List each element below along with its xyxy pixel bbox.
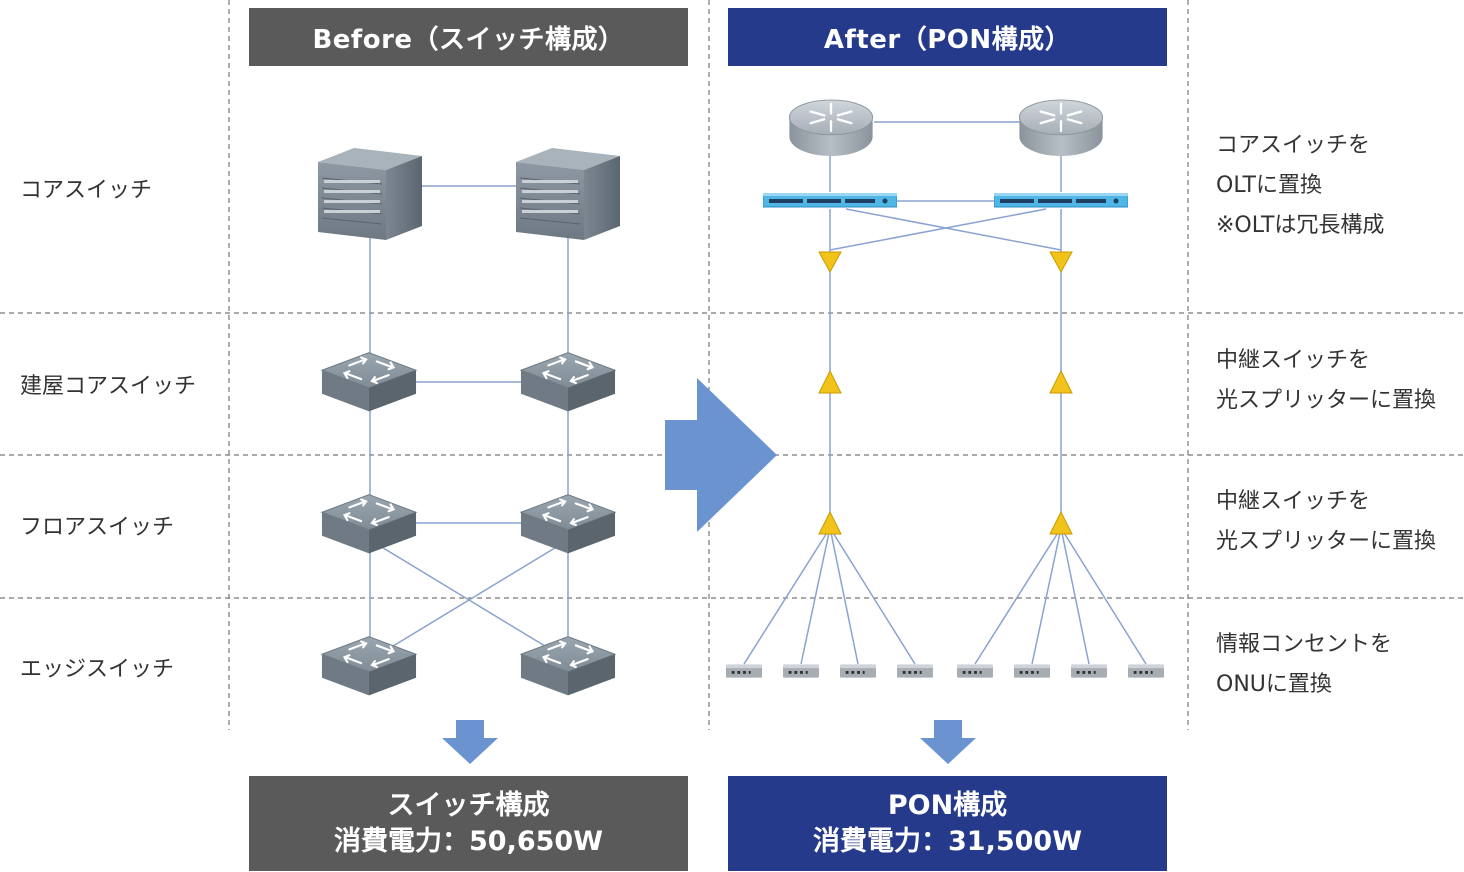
after-drop-r3 (1060, 527, 1090, 665)
core-switch-icon-left (318, 148, 422, 240)
edge-switch-icon-left (320, 636, 418, 697)
splitter-icon-building-right (1049, 369, 1073, 394)
after-header-text: After（PON構成） (823, 24, 1072, 55)
row-label-edge-switch: エッジスイッチ (20, 657, 175, 682)
note-edge: 情報コンセントを ONUに置換 (1216, 625, 1392, 705)
before-header-text: Before（スイッチ構成） (312, 24, 625, 55)
floor-switch-icon-left (320, 494, 418, 555)
note-building-line-1: 中継スイッチを (1216, 348, 1371, 373)
after-drop-l2 (800, 527, 831, 665)
after-link-cross-1 (845, 208, 1062, 251)
onu-icon-7 (1071, 664, 1107, 678)
transition-arrow-icon (665, 378, 777, 532)
splitter-icon-floor-right (1049, 510, 1073, 535)
note-core-line-3: ※OLTは冗長構成 (1216, 213, 1385, 238)
onu-icon-3 (840, 664, 876, 678)
floor-switch-icon-right (519, 494, 617, 555)
after-summary-title: PON構成 (887, 789, 1008, 821)
onu-icon-2 (783, 664, 819, 678)
splitters (818, 251, 1073, 535)
before-summary-title: スイッチ構成 (387, 789, 550, 821)
before-link-cross-1 (369, 539, 569, 661)
row-label-floor-switch: フロアスイッチ (20, 515, 175, 540)
olt-icon-right (994, 193, 1128, 208)
note-floor-line-2: 光スプリッターに置換 (1216, 529, 1437, 554)
before-link-cross-2 (369, 539, 569, 661)
building-switch-icon-left (320, 352, 418, 413)
after-links (743, 121, 1147, 665)
note-building-line-2: 光スプリッターに置換 (1216, 388, 1437, 413)
olt-icon-left (763, 193, 897, 208)
onu-icon-4 (897, 664, 933, 678)
note-edge-line-2: ONUに置換 (1216, 672, 1332, 697)
note-core: コアスイッチを OLTに置換 ※OLTは冗長構成 (1216, 126, 1384, 246)
building-switch-icon-right (519, 352, 617, 413)
router-icon-right (1018, 98, 1104, 158)
after-drop-l3 (829, 527, 859, 665)
router-icon-left (788, 98, 874, 158)
onu-icon-8 (1128, 664, 1164, 678)
after-summary: PON構成 消費電力：31,500W (728, 776, 1167, 871)
row-label-core-switch: コアスイッチ (20, 178, 153, 203)
after-drop-r2 (1031, 527, 1062, 665)
before-summary: スイッチ構成 消費電力：50,650W (249, 776, 688, 871)
after-drop-r4 (1060, 527, 1147, 665)
note-building: 中継スイッチを 光スプリッターに置換 (1216, 341, 1436, 421)
note-core-line-1: コアスイッチを (1216, 133, 1371, 158)
note-floor: 中継スイッチを 光スプリッターに置換 (1216, 482, 1436, 562)
note-floor-line-1: 中継スイッチを (1216, 489, 1371, 514)
note-edge-line-1: 情報コンセントを (1216, 632, 1393, 657)
splitter-icon-olt-left (818, 251, 842, 274)
edge-switch-icon-right (519, 636, 617, 697)
onu-icon-6 (1014, 664, 1050, 678)
after-down-arrow-icon (920, 720, 976, 764)
splitter-icon-building-left (818, 369, 842, 394)
before-down-arrow-icon (442, 720, 498, 764)
after-link-cross-2 (829, 208, 1047, 251)
after-drop-l4 (829, 527, 916, 665)
onu-icon-5 (957, 664, 993, 678)
note-core-line-2: OLTに置換 (1216, 173, 1322, 198)
row-label-building-core-switch: 建屋コアスイッチ (20, 374, 197, 399)
before-summary-power: 消費電力：50,650W (334, 825, 603, 857)
before-links (369, 185, 569, 665)
after-summary-power: 消費電力：31,500W (813, 825, 1082, 857)
after-drop-r1 (974, 527, 1062, 665)
splitter-icon-floor-left (818, 510, 842, 535)
after-drop-l1 (743, 527, 831, 665)
after-header: After（PON構成） (728, 8, 1167, 66)
onu-icon-1 (726, 664, 762, 678)
core-switch-icon-right (516, 148, 620, 240)
before-header: Before（スイッチ構成） (249, 8, 688, 66)
splitter-icon-olt-right (1049, 251, 1073, 274)
